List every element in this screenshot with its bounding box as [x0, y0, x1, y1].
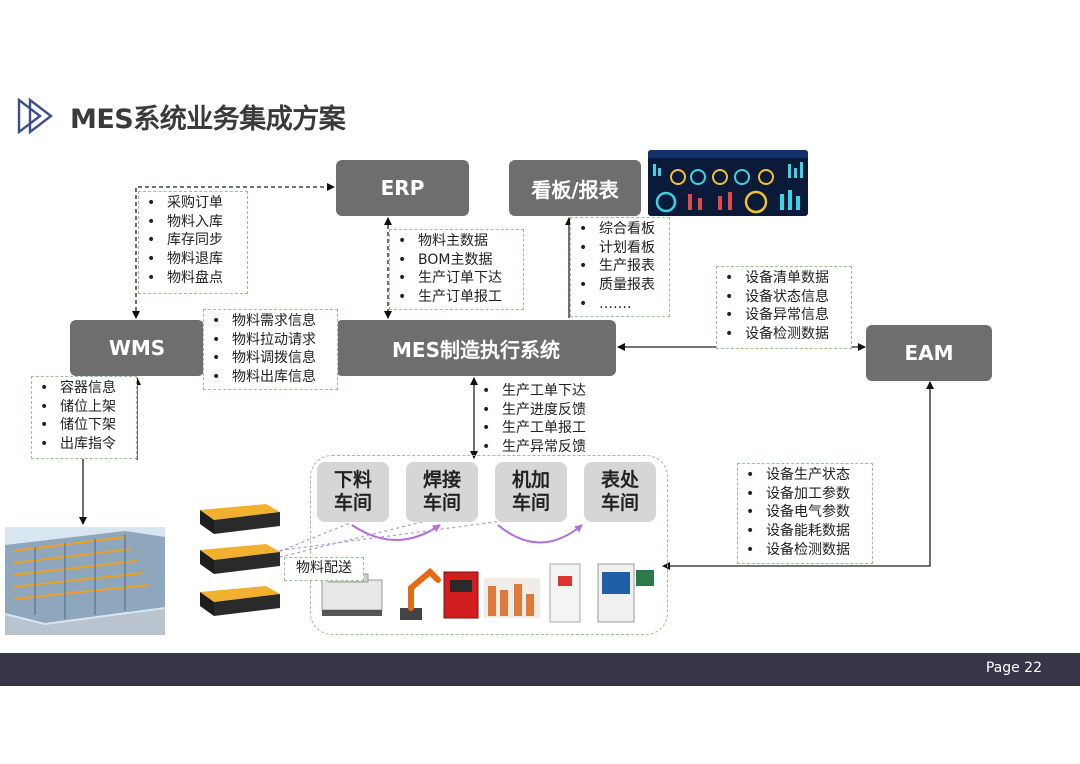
note-item: 生产工单报工: [482, 419, 602, 438]
note-item: 容器信息: [40, 379, 130, 398]
note-item: 生产异常反馈: [482, 438, 602, 457]
note-wms-erp: 采购订单 物料入库 库存同步 物料退库 物料盘点: [138, 191, 248, 294]
page-number: Page 22: [985, 660, 1042, 676]
double-triangle-icon: [17, 97, 53, 135]
workshop-label: 车间: [600, 492, 639, 514]
note-item: 设备电气参数: [746, 503, 866, 522]
note-item: 设备清单数据: [725, 269, 845, 288]
eam-equipment-link: [662, 381, 934, 570]
note-item: 生产工单下达: [482, 382, 602, 401]
workshop-label: 焊接: [422, 469, 461, 491]
note-item: 物料入库: [147, 213, 241, 232]
note-wms-storage: 容器信息 储位上架 储位下架 出库指令: [31, 376, 137, 459]
workshop-label: 车间: [511, 492, 550, 514]
workshop-label: 车间: [333, 492, 372, 514]
note-item: 设备加工参数: [746, 485, 866, 504]
note-item: 物料盘点: [147, 269, 241, 288]
note-eam-equipment: 设备生产状态 设备加工参数 设备电气参数 设备能耗数据 设备检测数据: [737, 463, 873, 564]
workshop-surface-treatment: 表处 车间: [584, 462, 656, 522]
material-delivery-label: 物料配送: [284, 557, 364, 581]
note-item: 设备检测数据: [725, 325, 845, 344]
note-erp-mes: 物料主数据 BOM主数据 生产订单下达 生产订单报工: [389, 229, 524, 310]
note-item: 物料需求信息: [212, 312, 331, 331]
note-item: 生产订单下达: [398, 269, 517, 288]
note-item: 设备检测数据: [746, 541, 866, 560]
erp-node: ERP: [336, 160, 469, 216]
note-mes-eam: 设备清单数据 设备状态信息 设备异常信息 设备检测数据: [716, 266, 852, 349]
note-item: 采购订单: [147, 194, 241, 213]
note-item: 设备状态信息: [725, 288, 845, 307]
note-item: 物料主数据: [398, 232, 517, 251]
footer-bar: Page 22: [0, 653, 1080, 686]
workshop-label: 下料: [333, 469, 372, 491]
workshop-label: 车间: [422, 492, 461, 514]
note-item: 出库指令: [40, 435, 130, 454]
note-item: 物料调拨信息: [212, 349, 331, 368]
workshop-label: 机加: [511, 469, 550, 491]
note-mes-workshop: 生产工单下达 生产进度反馈 生产工单报工 生产异常反馈: [474, 380, 608, 458]
dashboard-image: [648, 150, 808, 216]
note-item: 物料出库信息: [212, 368, 331, 387]
agv-line-2: [267, 522, 351, 557]
agv-line-3: [267, 519, 431, 561]
wms-node: WMS: [70, 320, 204, 376]
slide-title: MES系统业务集成方案: [70, 103, 346, 135]
mes-node: MES制造执行系统: [336, 320, 616, 376]
note-item: 计划看板: [579, 239, 663, 258]
warehouse-image: [5, 527, 165, 635]
board-report-node: 看板/报表: [509, 160, 641, 216]
note-board-mes: 综合看板 计划看板 生产报表 质量报表 …….: [570, 217, 670, 317]
note-item: 储位下架: [40, 416, 130, 435]
note-item: 生产订单报工: [398, 288, 517, 307]
arc-2: [497, 524, 583, 544]
eam-node: EAM: [866, 325, 992, 381]
note-item: 生产报表: [579, 257, 663, 276]
note-item: 物料退库: [147, 250, 241, 269]
note-item: 综合看板: [579, 220, 663, 239]
wms-erp-link: [132, 183, 335, 319]
note-wms-mes: 物料需求信息 物料拉动请求 物料调拨信息 物料出库信息: [203, 309, 338, 390]
agv-line-1: [267, 515, 541, 553]
workshop-label: 表处: [600, 469, 639, 491]
equipment-images: [321, 563, 654, 623]
workshop-welding: 焊接 车间: [406, 462, 478, 522]
workshop-cutting: 下料 车间: [317, 462, 389, 522]
note-item: …….: [579, 295, 663, 314]
note-item: 库存同步: [147, 231, 241, 250]
note-item: 物料拉动请求: [212, 331, 331, 350]
note-item: 设备生产状态: [746, 466, 866, 485]
note-item: 储位上架: [40, 398, 130, 417]
workshop-machining: 机加 车间: [495, 462, 567, 522]
agv-images: [200, 504, 280, 616]
note-item: 设备异常信息: [725, 306, 845, 325]
slide-title-group: MES系统业务集成方案: [16, 96, 346, 136]
note-item: BOM主数据: [398, 251, 517, 270]
note-item: 设备能耗数据: [746, 522, 866, 541]
note-item: 生产进度反馈: [482, 401, 602, 420]
workshop-area: [310, 455, 668, 635]
note-item: 质量报表: [579, 276, 663, 295]
